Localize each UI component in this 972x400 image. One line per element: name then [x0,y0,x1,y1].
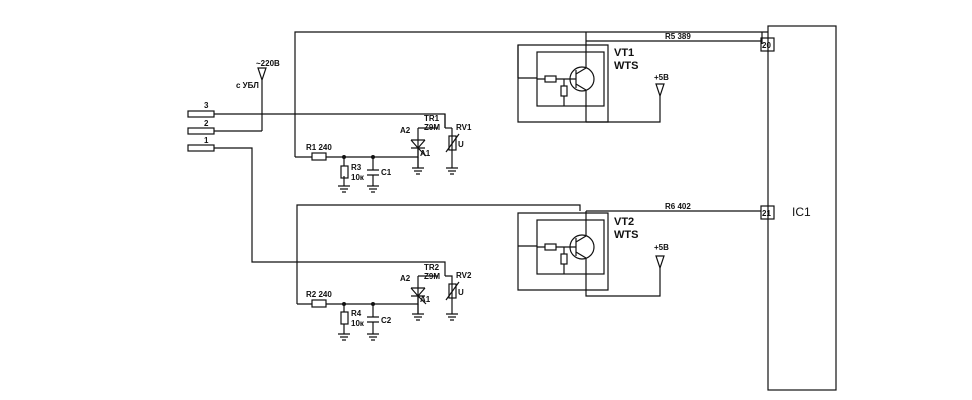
r1-junction [342,155,346,159]
rv2-varistor [448,283,457,299]
c1-junction [371,155,375,159]
supply-terminal [214,67,267,132]
vt2-input-resistor [544,243,557,251]
tr1-name-label: TR1 [424,114,440,123]
connector: 3 2 1 [187,101,215,152]
connector-pin-3 [187,110,215,118]
tr1-type-label: Z9M [424,123,440,132]
vt2-name-label: VT2 [614,216,634,228]
r4-resistor [340,311,349,325]
vt2-outer-frame [517,212,609,291]
c2-junction [371,302,375,306]
tr1-a2-label: A2 [400,126,411,135]
supply-voltage-label: ~220В [256,59,280,68]
tr2-type-label: Z9M [424,272,440,281]
c1-ground-icon [367,185,379,193]
plus5-top-terminal [655,83,665,98]
r3-value-label: 10к [351,173,365,182]
ic1-body [767,25,837,391]
rv1-label: RV1 [456,123,472,132]
tr1-ground-icon [412,167,424,175]
c2-label: C2 [381,316,392,325]
ic1-pin-20 [760,37,775,52]
vt2-module [517,211,661,297]
r3-resistor [340,165,349,179]
tr2-a1-label: A1 [420,295,431,304]
r4-ground-icon [338,333,350,341]
rv1-u-label: U [458,140,464,149]
r3-ground-icon [338,185,350,193]
c1-capacitor [367,169,379,176]
r2-junction [342,302,346,306]
c2-capacitor [367,316,379,323]
tr2-a2-label: A2 [400,274,411,283]
r2-label: R2 240 [306,290,332,299]
r1-label: R1 240 [306,143,332,152]
connector-pin-1 [187,144,215,152]
rv2-u-label: U [458,288,464,297]
vt1-input-resistor [544,75,557,83]
plus5-bottom-terminal [655,255,665,270]
c1-label: C1 [381,168,392,177]
r1-resistor [311,152,327,161]
connector-pin-2-label: 2 [204,119,209,128]
rv1-ground-icon [446,167,458,175]
vt2-type-label: WTS [614,229,638,241]
tr2-ground-icon [412,313,424,321]
plus5-bottom-label: +5В [654,243,669,252]
supply-label: с УБЛ [236,81,259,90]
rv1-varistor [448,135,457,151]
tr1-a1-label: A1 [420,149,431,158]
vt1-type-label: WTS [614,60,638,72]
tr2-triac [410,275,438,321]
r2-resistor [311,299,327,308]
vt1-bias-resistor [560,85,568,97]
r4-name-label: R4 [351,309,362,318]
ic1-pin-21-label: 21 [762,209,771,218]
connector-pin-2 [187,127,215,135]
c2-ground-icon [367,333,379,341]
ic1-pin-21 [760,205,775,220]
tr2-name-label: TR2 [424,263,440,272]
r5-label: R5 389 [665,32,691,41]
r3-name-label: R3 [351,163,362,172]
plus5-top-label: +5В [654,73,669,82]
tr1-triac [410,127,438,175]
vt2-bias-resistor [560,253,568,265]
ic1-label: IC1 [792,205,811,219]
ic1-pin-20-label: 20 [762,41,771,50]
rv2-label: RV2 [456,271,472,280]
rv2-ground-icon [446,313,458,321]
r6-label: R6 402 [665,202,691,211]
vt1-module [517,32,661,123]
vt1-name-label: VT1 [614,47,634,59]
connector-pin-3-label: 3 [204,101,209,110]
rv2-slash [445,281,460,301]
rv1-slash [445,133,460,153]
r4-value-label: 10к [351,319,365,328]
vt1-outer-frame [517,44,609,123]
connector-pin-1-label: 1 [204,136,209,145]
